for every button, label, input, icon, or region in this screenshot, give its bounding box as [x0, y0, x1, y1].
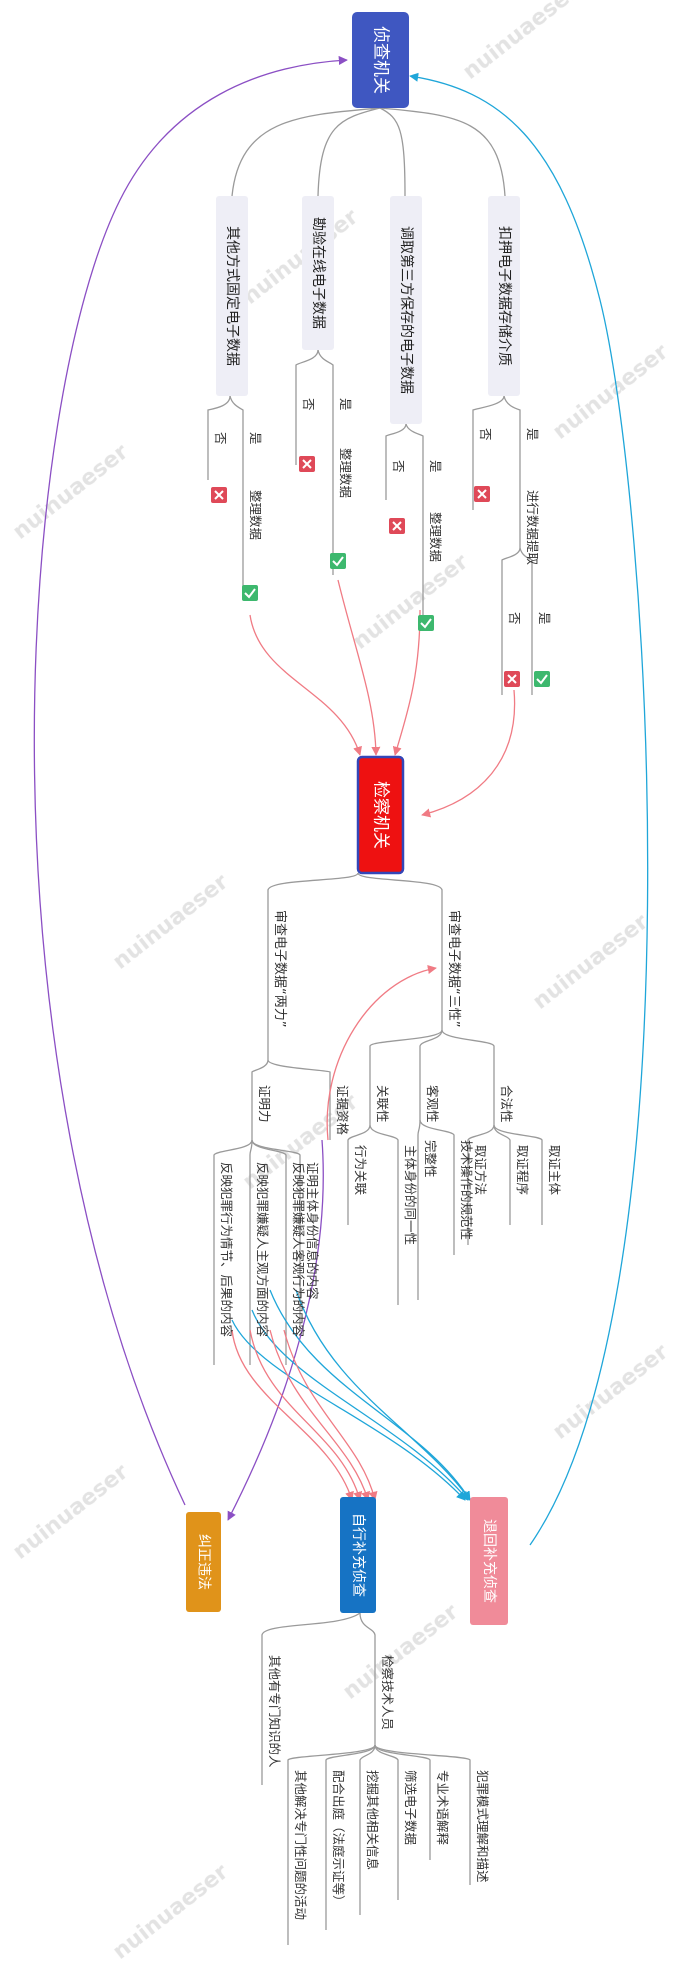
tree-connectors — [207, 107, 543, 1945]
node-investigation[interactable]: 侦查机关 — [352, 12, 409, 108]
label-identity-unity: 主体身份的同一性 — [403, 1145, 418, 1245]
label-relevance: 关联性 — [375, 1085, 390, 1123]
arrow-proof-to-self — [283, 1329, 378, 1501]
arrow-capacity-to-three — [326, 964, 437, 1141]
arrow-proof-to-return — [295, 1289, 471, 1501]
arrow-capacity-to-correct — [227, 1139, 324, 1521]
label-task-terms: 专业术语解释 — [435, 1770, 450, 1846]
arrow-correct-to-investigation — [33, 55, 348, 1506]
node-self-supplement[interactable]: 自行补充侦查 — [340, 1497, 376, 1613]
check-icon — [418, 615, 434, 631]
label-task-other: 其他解决专门性问题的活动 — [293, 1770, 308, 1920]
label-organize: 整理数据 — [248, 490, 263, 540]
branch-seize-media[interactable]: 扣押电子数据存储介质 — [488, 196, 520, 396]
node-return-supplement-label: 退回补充侦查 — [481, 1519, 497, 1603]
watermark: nuinuaeser — [238, 204, 363, 309]
node-investigation-label: 侦查机关 — [371, 26, 391, 94]
label-tech-norm: 技术操作的规范性 — [459, 1140, 474, 1240]
branch-online-inspection-label: 勘验在线电子数据 — [310, 217, 326, 329]
node-correct-illegal[interactable]: 纠正违法 — [186, 1512, 221, 1612]
branch-fixed-other[interactable]: 其他方式固定电子数据 — [216, 196, 248, 396]
label-task-court: 配合出庭（法庭示证等） — [331, 1770, 346, 1908]
label-review-three: 审查电子数据“三性” — [446, 910, 461, 1027]
flow-arrows — [33, 55, 649, 1546]
label-yes: 是 — [428, 460, 443, 473]
label-objectivity: 客观性 — [425, 1085, 440, 1123]
label-procedure: 取证程序 — [515, 1145, 530, 1195]
label-subject: 取证主体 — [547, 1145, 562, 1196]
node-procuratorate-label: 检察机关 — [371, 781, 391, 849]
arrow-return-to-investigation — [409, 72, 649, 1546]
label-extract: 进行数据提取 — [525, 490, 540, 566]
label-no: 否 — [391, 460, 406, 473]
watermark: nuinuaeser — [8, 439, 133, 544]
node-correct-illegal-label: 纠正违法 — [196, 1534, 212, 1590]
label-subjective: 反映犯罪嫌疑人主观方面的内容 — [255, 1162, 270, 1337]
label-yes: 是 — [248, 432, 263, 445]
watermark: nuinuaeser — [548, 1339, 673, 1444]
label-no: 否 — [478, 428, 493, 441]
branch-online-inspection[interactable]: 勘验在线电子数据 — [302, 196, 334, 350]
label-task-mine: 挖掘其他相关信息 — [365, 1770, 380, 1870]
label-evidence-capacity: 证据资格 — [335, 1085, 350, 1136]
label-task-screen: 筛选电子数据 — [403, 1770, 418, 1845]
branch-seize-media-label: 扣押电子数据存储介质 — [496, 226, 512, 366]
arrow-proof-to-return — [231, 1319, 466, 1501]
label-yes: 是 — [525, 428, 540, 441]
label-objective-acts: 反映犯罪嫌疑人客观行为的内容 — [291, 1162, 306, 1337]
label-completeness: 完整性 — [423, 1140, 438, 1178]
watermark: nuinuaeser — [8, 1459, 133, 1564]
label-task-crime-model: 犯罪模式理解和描述 — [475, 1770, 490, 1883]
check-icon — [330, 553, 346, 569]
arrow-proof-to-self — [269, 1329, 370, 1501]
label-review-two: 审查电子数据“两力” — [272, 910, 287, 1027]
label-probative-power: 证明力 — [257, 1085, 272, 1123]
watermark: nuinuaeser — [108, 869, 233, 974]
watermark: nuinuaeser — [108, 1859, 233, 1964]
node-procuratorate[interactable]: 检察机关 — [356, 755, 405, 875]
label-organize: 整理数据 — [428, 512, 443, 562]
label-yes: 是 — [537, 612, 552, 625]
label-yes: 是 — [338, 398, 353, 411]
branch-third-party[interactable]: 调取第三方保存的电子数据 — [390, 196, 422, 424]
check-icon — [242, 585, 258, 601]
cross-icon — [389, 518, 405, 534]
label-subject-identity: 证明主体身份信息的内容 — [305, 1162, 320, 1300]
branch-fixed-other-label: 其他方式固定电子数据 — [224, 226, 240, 366]
arrow-proof-to-self — [231, 1329, 354, 1501]
label-act-relation: 行为关联 — [353, 1145, 368, 1196]
check-icon — [534, 671, 550, 687]
cross-icon — [474, 486, 490, 502]
label-circumstances: 反映犯罪行为情节、后果的内容 — [219, 1162, 234, 1337]
text-labels: 否 是 整理数据 否 是 整理数据 否 是 整理数据 否 是 进行数据提取 否 … — [213, 398, 562, 1920]
arrow-result-to-procuratorate — [392, 609, 421, 756]
label-no: 否 — [507, 612, 522, 625]
label-other-experts: 其他有专门知识的人 — [267, 1655, 282, 1768]
arrow-result-to-procuratorate — [249, 614, 362, 756]
watermark: nuinuaeser — [548, 339, 673, 444]
watermark: nuinuaeser — [458, 0, 583, 85]
cross-icon — [504, 671, 520, 687]
arrow-proof-to-self — [249, 1329, 363, 1501]
watermark-layer: nuinuaeser nuinuaeser nuinuaeser nuinuae… — [8, 0, 673, 1965]
arrow-result-to-procuratorate — [421, 689, 516, 818]
arrow-result-to-procuratorate — [337, 579, 381, 756]
node-self-supplement-label: 自行补充侦查 — [350, 1513, 366, 1597]
label-legality: 合法性 — [499, 1085, 514, 1123]
label-tech-staff: 检察技术人员 — [380, 1655, 395, 1730]
label-no: 否 — [301, 398, 316, 411]
label-no: 否 — [213, 432, 228, 445]
watermark: nuinuaeser — [528, 909, 653, 1014]
watermark: nuinuaeser — [348, 549, 473, 654]
cross-icon — [299, 456, 315, 472]
label-method: 取证方法 — [473, 1145, 488, 1195]
arrow-proof-to-return — [269, 1289, 471, 1501]
node-return-supplement[interactable]: 退回补充侦查 — [470, 1497, 508, 1625]
cross-icon — [211, 487, 227, 503]
arrow-proof-to-return — [251, 1309, 469, 1501]
status-icons — [211, 456, 550, 687]
branch-third-party-label: 调取第三方保存的电子数据 — [398, 226, 415, 394]
label-organize: 整理数据 — [338, 448, 353, 498]
